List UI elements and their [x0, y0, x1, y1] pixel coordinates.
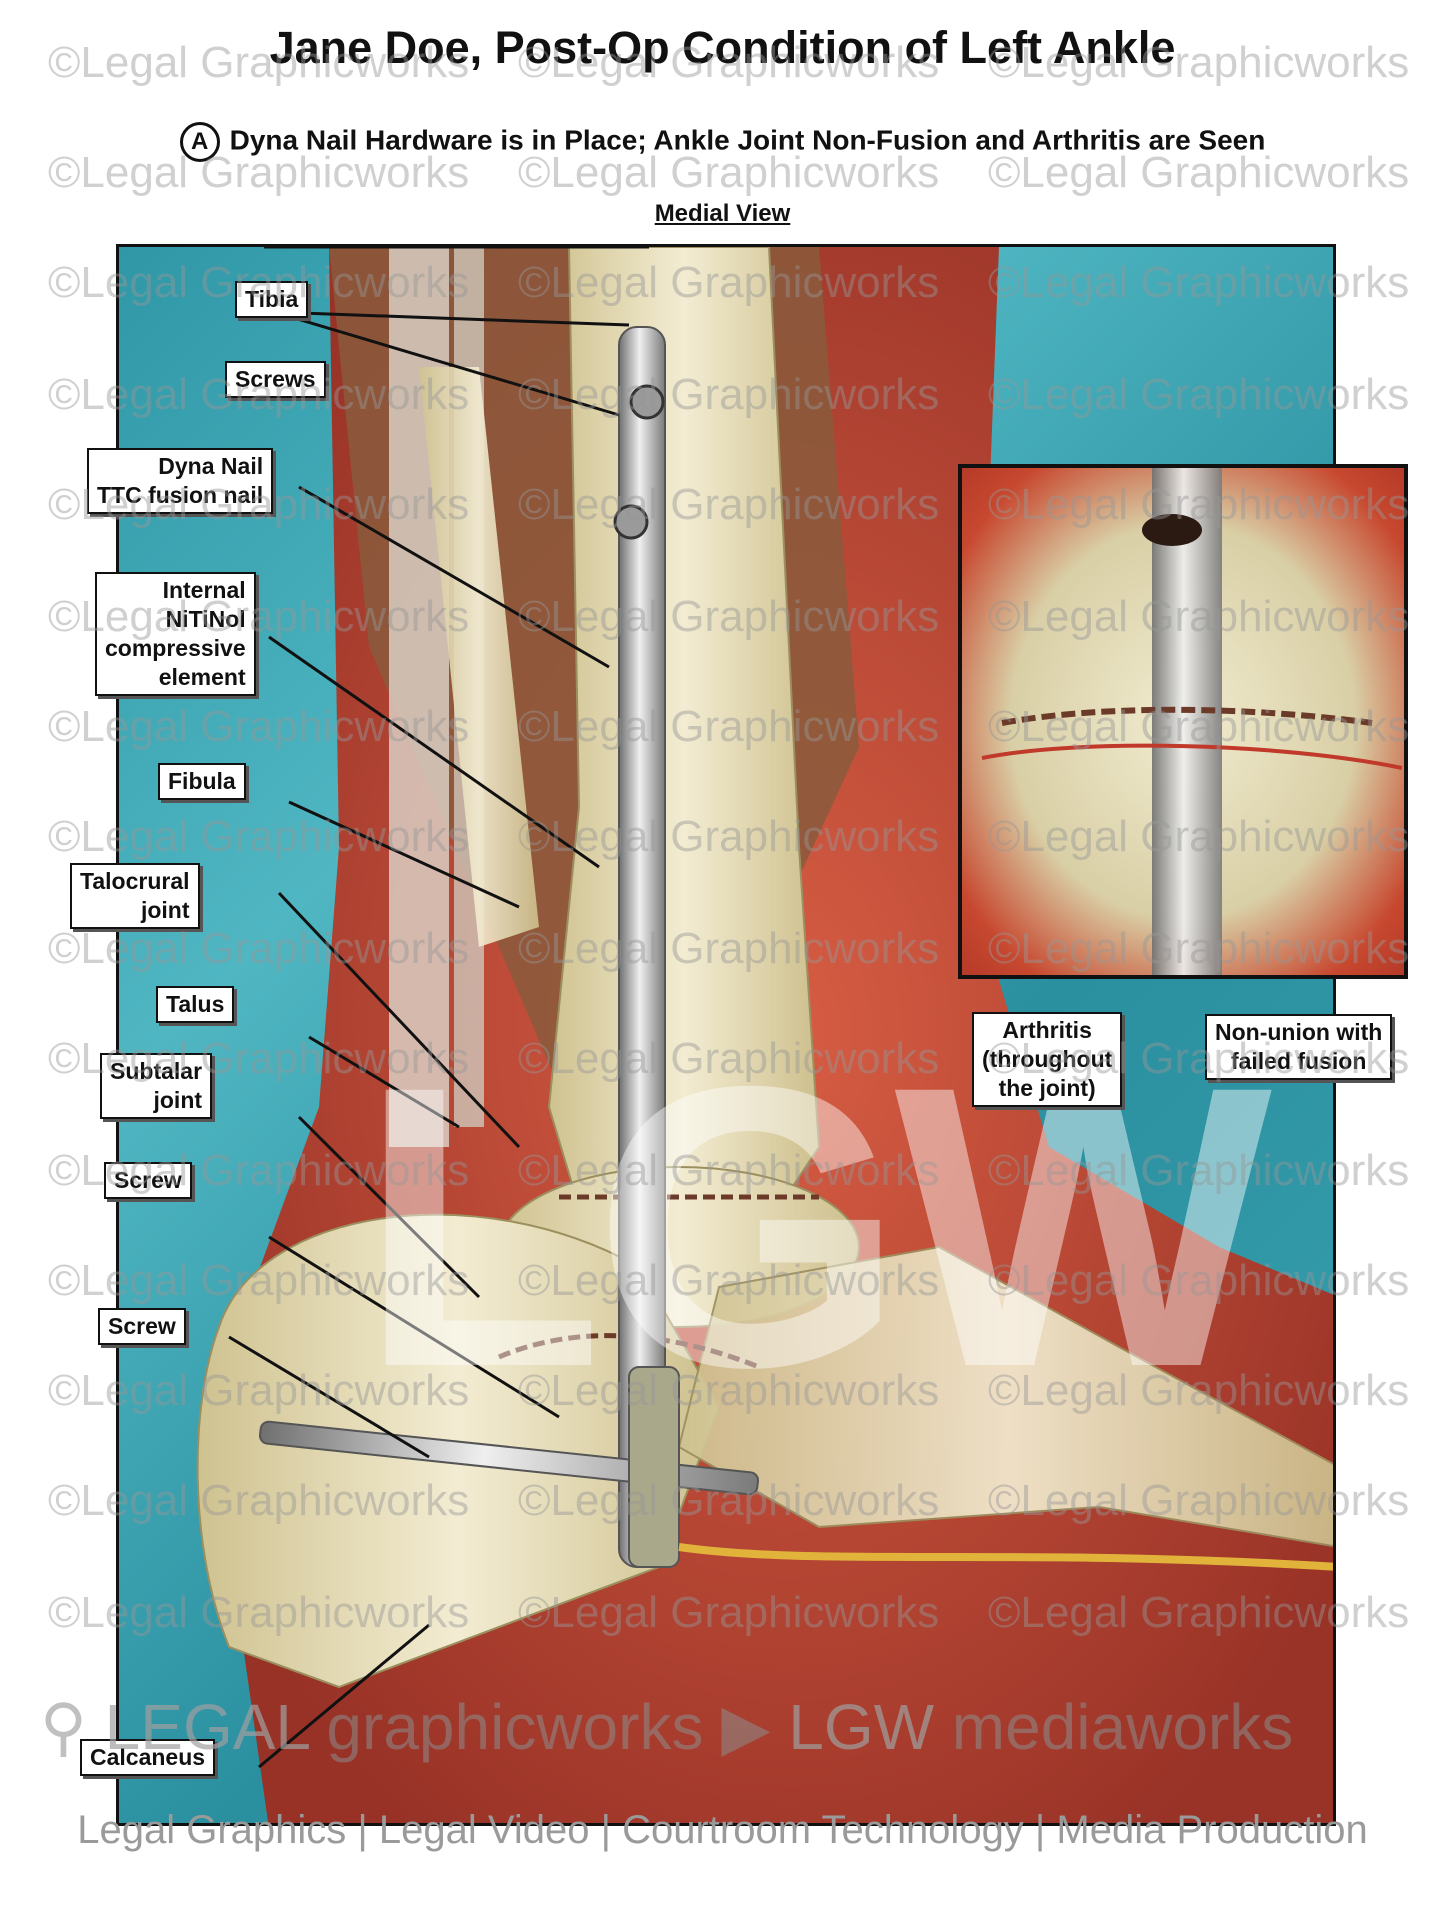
inset-closeup [958, 464, 1408, 979]
big-logo-watermark: LGW [359, 1003, 1272, 1450]
page-title: Jane Doe, Post-Op Condition of Left Ankl… [269, 22, 1176, 73]
label-arthritis-line-2: (throughout [982, 1046, 1113, 1072]
label-talocrural-line-1: Talocrural [80, 868, 190, 894]
label-fibula: Fibula [158, 763, 246, 800]
inset-nail [1152, 468, 1222, 975]
footer-brand-lgw: LGW [788, 1691, 934, 1763]
view-label: Medial View [654, 200, 791, 227]
label-screw-1: Screw [104, 1162, 192, 1199]
ankle-illustration [196, 247, 1333, 1823]
label-non-union-line-2: failed fusion [1230, 1048, 1367, 1074]
label-dyna-nail-line-1: Dyna Nail [158, 453, 264, 479]
subtitle-text: Dyna Nail Hardware is in Place; Ankle Jo… [229, 124, 1266, 156]
footer-brand: ⚲ LEGAL graphicworks ▶ LGW mediaworks [40, 1690, 1293, 1765]
screw-head-lower [613, 504, 649, 540]
footer-brand-graphicworks: graphicworks [326, 1691, 704, 1763]
label-arthritis-line-1: Arthritis [1002, 1017, 1092, 1043]
screw-head-upper [629, 384, 665, 420]
label-subtalar-line-2: joint [153, 1087, 203, 1113]
inset-illustration [981, 468, 1403, 975]
magnifier-icon: ⚲ [40, 1691, 87, 1763]
label-screws: Screws [225, 361, 326, 398]
label-arthritis: Arthritis (throughout the joint) [972, 1012, 1123, 1107]
inset-screw-hole [1142, 514, 1202, 546]
label-screw-2: Screw [98, 1308, 186, 1345]
subtitle: A Dyna Nail Hardware is in Place; Ankle J… [0, 122, 1445, 162]
label-arthritis-line-3: the joint) [998, 1075, 1096, 1101]
label-nitinol-line-4: element [158, 664, 246, 690]
label-talus: Talus [156, 986, 235, 1023]
panel-badge: A [179, 122, 220, 162]
label-non-union: Non-union with failed fusion [1205, 1014, 1393, 1080]
footer-tagline: Legal Graphics | Legal Video | Courtroom… [77, 1808, 1368, 1852]
label-nitinol-line-1: Internal [162, 577, 246, 603]
label-nitinol-line-3: compressive [105, 635, 246, 661]
nail-tip [628, 1366, 680, 1568]
subtalar-joint-line [498, 1333, 760, 1370]
inset-arthritis-edge [981, 743, 1403, 770]
fibula-bone [419, 367, 539, 947]
footer-brand-legal: LEGAL [104, 1691, 309, 1763]
label-calcaneus: Calcaneus [80, 1739, 216, 1776]
label-talocrural: Talocrural joint [70, 863, 200, 929]
label-talocrural-line-2: joint [140, 897, 190, 923]
label-nitinol-line-2: NiTiNol [165, 606, 246, 632]
label-dyna-nail-line-2: TTC fusion nail [97, 482, 264, 508]
label-dyna-nail: Dyna Nail TTC fusion nail [87, 448, 274, 514]
footer-brand-mediaworks: mediaworks [951, 1691, 1294, 1763]
label-subtalar: Subtalar joint [100, 1053, 213, 1119]
label-nitinol: Internal NiTiNol compressive element [95, 572, 256, 696]
inset-joint-line [1001, 706, 1373, 726]
play-icon: ▶ [721, 1691, 771, 1763]
nerve [678, 1543, 1333, 1571]
label-subtalar-line-1: Subtalar [110, 1058, 203, 1084]
leader-lines [228, 247, 649, 1769]
label-non-union-line-1: Non-union with [1215, 1019, 1383, 1045]
label-tibia: Tibia [235, 281, 309, 318]
